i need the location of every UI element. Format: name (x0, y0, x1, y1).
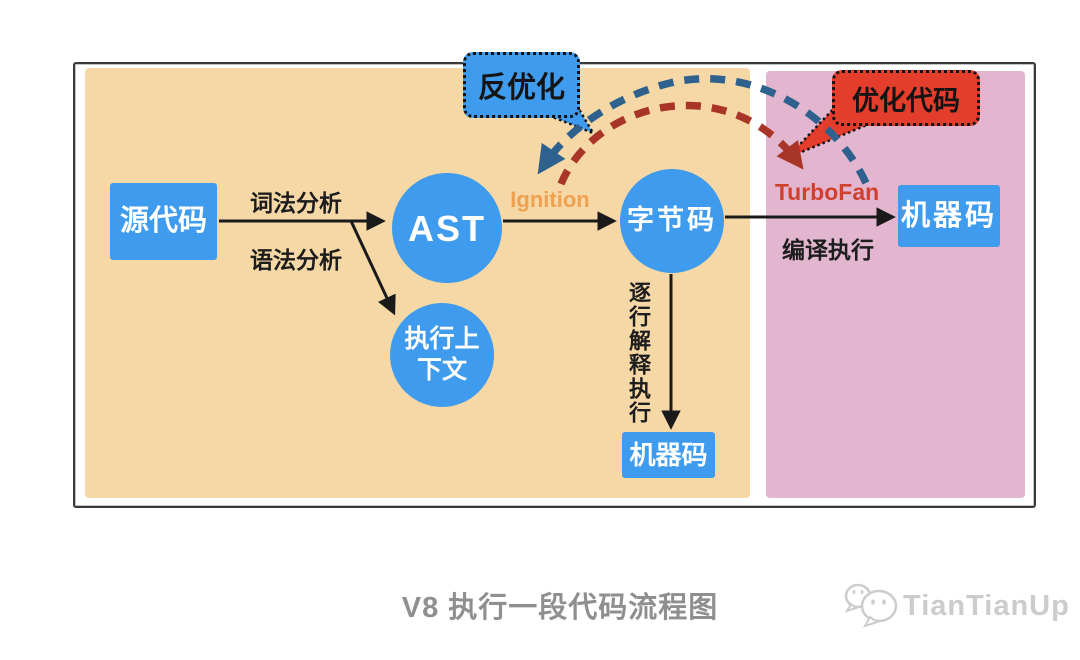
wechat-logo-icon (844, 583, 898, 628)
node-machine-code-compiled: 机器码 (898, 185, 1000, 247)
node-ast: AST (392, 173, 502, 283)
compiler-zone-panel (766, 71, 1025, 498)
callout-optimized-code: 优化代码 (832, 70, 980, 126)
watermark-text: TianTianUp (903, 590, 1070, 622)
label-compile-execute: 编译执行 (782, 237, 874, 263)
node-bytecode: 字节码 (620, 169, 724, 273)
node-machine-code-interpreted: 机器码 (622, 432, 715, 478)
node-execution-context: 执行上 下文 (390, 303, 494, 407)
label-turbofan: TurboFan (774, 179, 880, 205)
diagram-caption: V8 执行一段代码流程图 (401, 592, 719, 624)
callout-deoptimize: 反优化 (463, 52, 580, 118)
label-ignition: Ignition (510, 187, 590, 212)
label-interpret-line-by-line: 逐行解释执行 (626, 281, 651, 425)
label-lexical-analysis: 词法分析 (250, 190, 342, 216)
label-syntax-analysis: 语法分析 (250, 247, 342, 273)
node-source-code: 源代码 (110, 183, 217, 260)
